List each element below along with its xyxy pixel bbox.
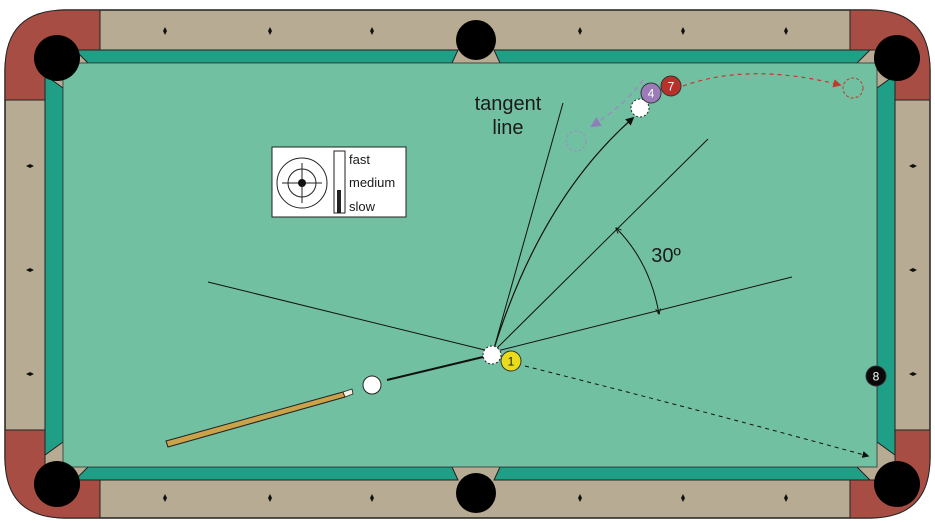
cushion-right bbox=[877, 75, 895, 455]
pocket-top-side bbox=[456, 20, 496, 60]
ball-4: 4 bbox=[641, 83, 661, 103]
speed-label-fast: fast bbox=[349, 152, 370, 167]
ball-8-number: 8 bbox=[873, 370, 880, 384]
ball-1-number: 1 bbox=[508, 355, 515, 369]
cushion-bottom-left bbox=[75, 467, 458, 480]
angle-label: 30º bbox=[651, 245, 681, 267]
cue-ball bbox=[363, 376, 381, 394]
ball-4-number: 4 bbox=[648, 87, 655, 101]
cushion-left bbox=[45, 75, 63, 455]
pocket-bottom-left bbox=[34, 461, 80, 507]
cushion-bottom-right bbox=[494, 467, 870, 480]
cushion-top-right bbox=[494, 50, 870, 63]
pocket-top-left bbox=[34, 35, 80, 81]
speed-label-slow: slow bbox=[349, 199, 376, 214]
ball-8: 8 bbox=[866, 366, 886, 386]
cue-ball-contact-ghost bbox=[483, 346, 501, 364]
ball-7-number: 7 bbox=[668, 80, 675, 94]
ball-7: 7 bbox=[661, 76, 681, 96]
pocket-bottom-side bbox=[456, 473, 496, 513]
tangent-line-label-1: tangent bbox=[475, 93, 542, 115]
pocket-bottom-right bbox=[874, 461, 920, 507]
speed-label-medium: medium bbox=[349, 175, 395, 190]
pocket-top-right bbox=[874, 35, 920, 81]
cushion-top-left bbox=[75, 50, 458, 63]
ball-1: 1 bbox=[501, 351, 521, 371]
tangent-line-label-2: line bbox=[492, 117, 523, 139]
speed-meter-fill bbox=[337, 190, 341, 213]
table-cloth bbox=[63, 63, 877, 467]
spin-speed-legend: fast medium slow bbox=[272, 147, 406, 217]
cue-tip-target-icon bbox=[277, 158, 327, 208]
